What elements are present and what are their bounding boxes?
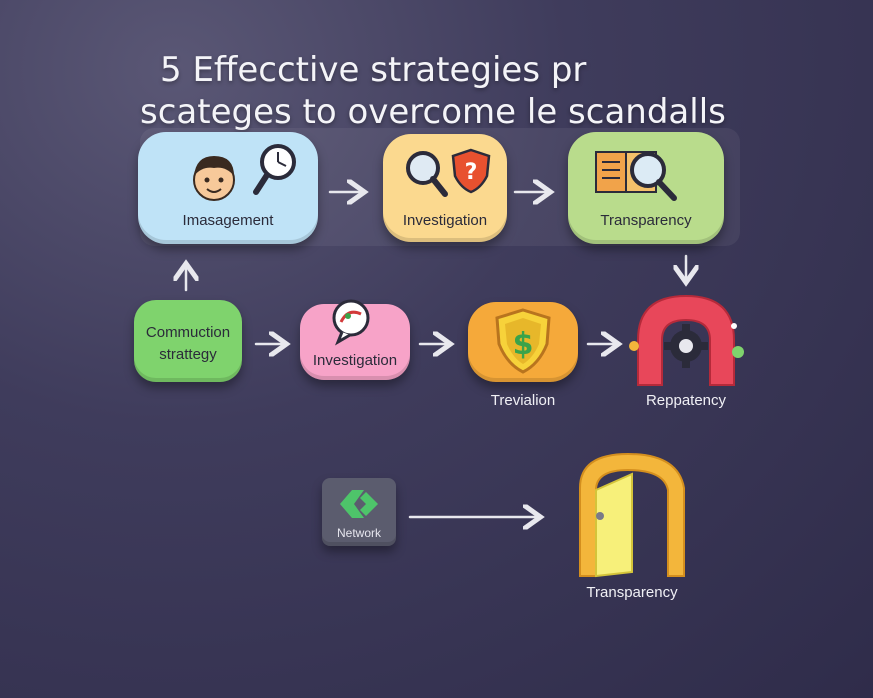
person-icon: [193, 156, 235, 201]
node-investigation-middle: Investigation: [300, 299, 410, 380]
recycle-arrows-icon: [340, 490, 378, 518]
node-network: Network: [322, 478, 396, 546]
node-imasagement: Imasagement: [138, 132, 318, 244]
node-transparency-bottom-caption: Transparency: [586, 584, 678, 601]
magnifier-icon: [406, 151, 448, 197]
node-network-label: Network: [336, 526, 381, 540]
question-shield-icon: ?: [451, 148, 491, 194]
book-magnifier-icon: [595, 151, 677, 201]
node-trevialion-caption: Trevialion: [490, 392, 556, 409]
node-imasagement-label: Imasagement: [182, 212, 274, 229]
svg-text:?: ?: [465, 160, 478, 185]
node-commuction-strattegy: Commuction strattegy: [134, 300, 242, 382]
node-commuction-label-2: strattegy: [159, 346, 217, 363]
door-icon: [579, 452, 685, 578]
node-transparency-top-label: Transparency: [600, 212, 692, 229]
node-investigation-top-label: Investigation: [402, 212, 488, 229]
title-line-2: scateges to overcome le scandalls: [140, 92, 726, 132]
node-investigation-middle-label: Investigation: [312, 352, 398, 369]
magnet-gear-icon: [629, 294, 744, 386]
node-reppatency-caption: Reppatency: [645, 392, 727, 409]
svg-text:$: $: [513, 327, 534, 362]
node-transparency-top: Transparency: [568, 132, 724, 244]
magnifier-clock-icon: [253, 144, 296, 195]
chat-bubble-icon: [332, 299, 370, 346]
node-commuction-label-1: Commuction: [145, 324, 231, 341]
dollar-shield-icon: $: [495, 308, 551, 374]
node-trevialion: $: [468, 302, 578, 382]
title-line-1: 5 Effecctive strategies pr: [160, 50, 587, 90]
node-investigation-top: ? Investigation: [383, 134, 507, 242]
